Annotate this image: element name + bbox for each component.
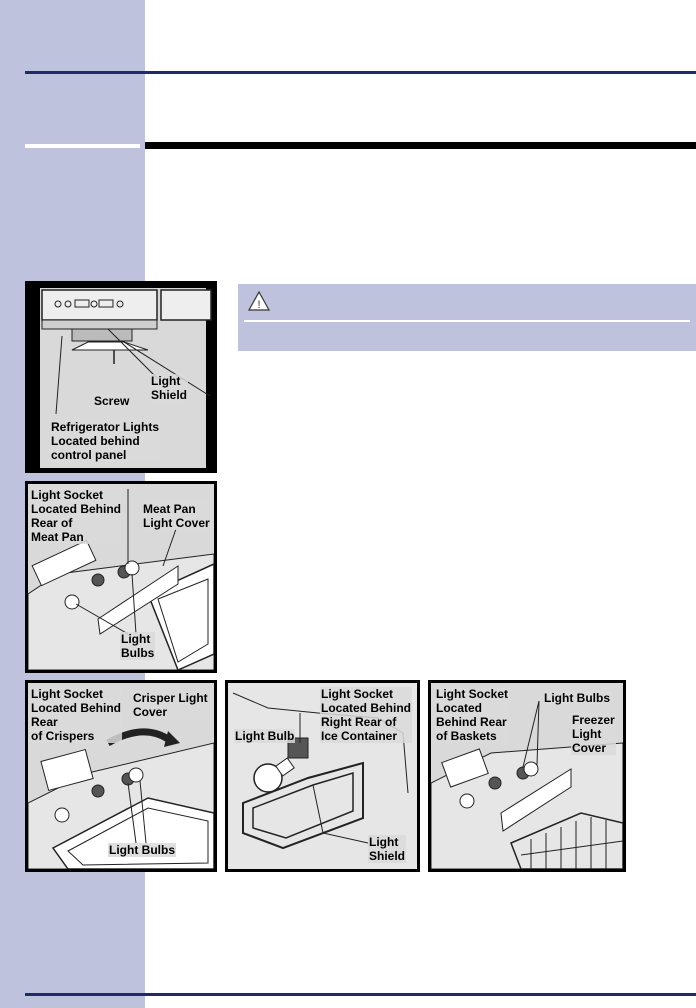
label-light-bulbs: Light Bulbs [120,632,156,660]
label-light-socket-meat-pan: Light Socket Located Behind Rear of Meat… [30,488,123,544]
label-crisper-light-cover: Crisper Light Cover [132,691,209,719]
label-freezer-light-cover: Freezer Light Cover [571,713,616,755]
label-light-socket-crispers: Light Socket Located Behind Rear of Cris… [30,687,123,743]
header-rule [25,71,696,74]
warning-triangle-icon: ! [248,290,270,311]
label-light-shield: Light Shield [368,835,407,863]
label-meat-pan-light-cover: Meat Pan Light Cover [142,502,211,530]
label-light-bulbs: Light Bulbs [543,691,611,705]
caution-divider [244,320,690,322]
figure-meat-pan-light: Light Socket Located Behind Rear of Meat… [25,481,217,673]
section-heading-bar [145,142,696,149]
figure-1-drawing [40,288,212,468]
figure-freezer-light: Light Socket Located Behind Rear of Bask… [428,680,626,872]
label-light-socket-baskets: Light Socket Located Behind Rear of Bask… [435,687,510,743]
caution-box: ! [238,284,696,351]
figure-ice-container-light: Light Socket Located Behind Right Rear o… [225,680,420,872]
figure-crisper-light: Light Socket Located Behind Rear of Cris… [25,680,217,872]
label-light-bulbs: Light Bulbs [108,843,176,857]
label-light-socket-ice-container: Light Socket Located Behind Right Rear o… [320,687,413,743]
label-light-bulb: Light Bulb [234,729,296,743]
footer-rule [25,993,696,996]
section-heading-bar-left [25,144,140,148]
figure-2-drawing [28,489,214,670]
label-refrigerator-lights: Refrigerator Lights Located behind contr… [50,420,161,462]
figure-refrigerator-lights: Light Shield Screw Refrigerator Lights L… [25,281,217,473]
label-light-shield: Light Shield [150,374,189,402]
figure-5-drawing [431,700,623,869]
label-screw: Screw [93,394,131,408]
svg-text:!: ! [257,299,260,311]
